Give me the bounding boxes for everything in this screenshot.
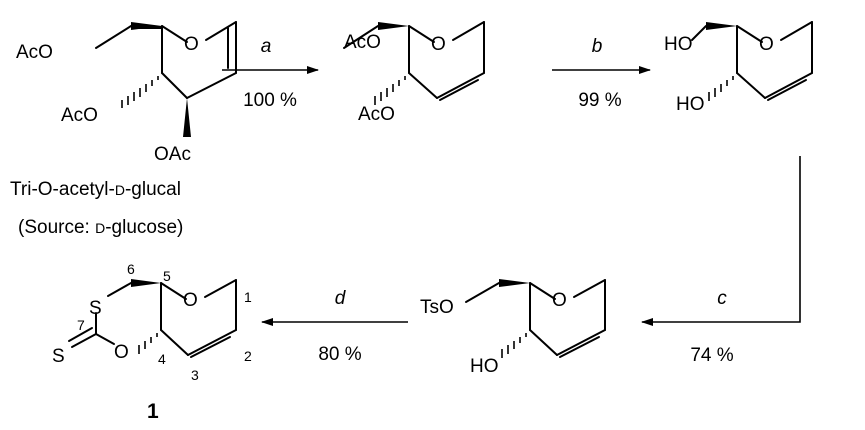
c6-oac-label: AcO xyxy=(16,42,53,63)
p-number-7: 7 xyxy=(77,317,85,333)
i1-ring-oxygen-label: O xyxy=(431,34,446,55)
i2-ring-oxygen-label: O xyxy=(759,34,774,55)
step-d-yield: 80 % xyxy=(318,344,361,365)
product-1-structure: S S O O 6 5 1 7 2 4 3 1 xyxy=(52,261,252,423)
step-a-yield: 100 % xyxy=(243,90,297,111)
step-a: a 100 % xyxy=(222,36,319,111)
intermediate-2-structure: HO HO O xyxy=(664,21,813,115)
p-ring-oxygen-label: O xyxy=(183,290,198,311)
p-thione-s-label: S xyxy=(52,346,65,367)
step-c-reagent: c xyxy=(717,288,727,309)
tri-o-acetyl-glucal-structure: AcO AcO OAc O xyxy=(16,21,237,165)
i3-c6-ots-label: TsO xyxy=(420,297,454,318)
ring-oxygen-label: O xyxy=(184,34,199,55)
step-c-yield: 74 % xyxy=(690,345,733,366)
step-b-reagent: b xyxy=(592,36,603,57)
i2-c4-oh-label: HO xyxy=(676,94,705,115)
i3-ring-oxygen-label: O xyxy=(552,290,567,311)
p-number-3: 3 xyxy=(191,367,199,383)
step-a-reagent: a xyxy=(261,36,272,57)
step-d-reagent: d xyxy=(335,288,347,309)
c4-oac-label: AcO xyxy=(61,105,98,126)
c3-oac-label: OAc xyxy=(154,144,191,165)
p-number-5: 5 xyxy=(163,268,171,284)
start-material-name: Tri-O-acetyl-D-glucal xyxy=(10,179,181,200)
i1-c6-oac-label: AcO xyxy=(344,32,381,53)
intermediate-1-structure: AcO AcO O xyxy=(343,21,485,125)
p-carbonate-oxygen-label: O xyxy=(114,342,129,363)
step-b-yield: 99 % xyxy=(578,90,621,111)
intermediate-3-structure: TsO HO O xyxy=(420,279,606,377)
start-material-source: (Source: D-glucose) xyxy=(18,217,183,238)
p-number-4: 4 xyxy=(158,351,166,367)
p-thioether-s-label: S xyxy=(89,298,102,319)
p-number-2: 2 xyxy=(244,348,252,364)
i1-c4-oac-label: AcO xyxy=(358,104,395,125)
step-b: b 99 % xyxy=(552,36,651,111)
p-number-6: 6 xyxy=(127,261,135,277)
product-compound-number: 1 xyxy=(147,400,159,423)
i3-c4-oh-label: HO xyxy=(470,356,499,377)
p-number-1: 1 xyxy=(244,289,252,305)
i2-c6-oh-label: HO xyxy=(664,34,693,55)
step-c: c 74 % xyxy=(641,156,801,366)
step-d: d 80 % xyxy=(261,288,408,365)
